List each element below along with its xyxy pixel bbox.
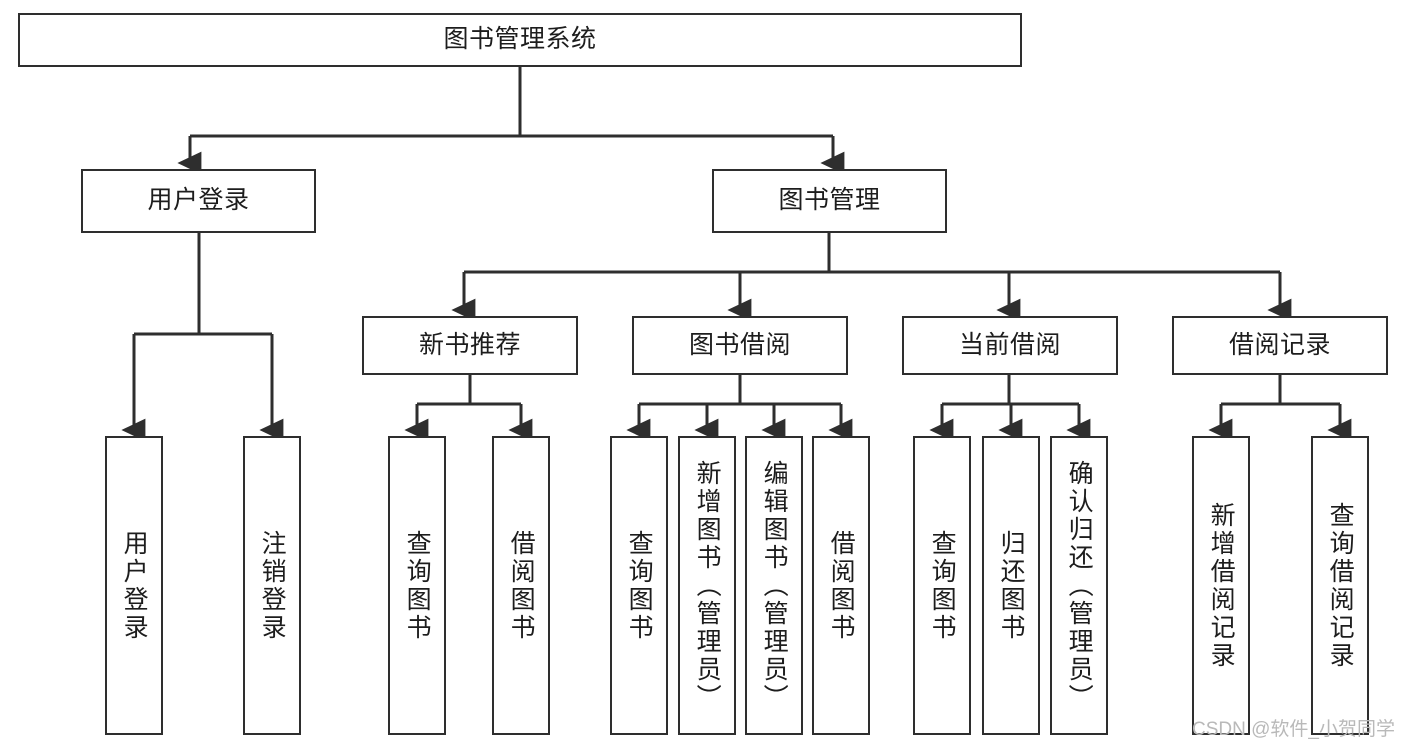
node-leaf-add-record-label: 新增借阅记录: [1207, 501, 1236, 670]
node-leaf-add-book[interactable]: 新增图书（管理员）: [678, 436, 736, 735]
node-leaf-query-book-3[interactable]: 查询图书: [913, 436, 971, 735]
node-root-label: 图书管理系统: [443, 25, 597, 54]
node-leaf-query-book-2-label: 查询图书: [625, 529, 654, 642]
node-leaf-user-login[interactable]: 用户登录: [105, 436, 163, 735]
node-leaf-confirm-return-label: 确认归还（管理员）: [1065, 459, 1094, 712]
node-current-borrow-label: 当前借阅: [958, 330, 1061, 359]
node-leaf-return-book[interactable]: 归还图书: [982, 436, 1040, 735]
node-leaf-borrow-book-1[interactable]: 借阅图书: [492, 436, 550, 735]
node-book-borrow-label: 图书借阅: [688, 330, 791, 359]
node-user-login-label: 用户登录: [147, 186, 250, 215]
csdn-watermark: CSDN @软件_小贺同学: [1192, 719, 1395, 740]
node-current-borrow[interactable]: 当前借阅: [902, 316, 1118, 375]
node-leaf-add-book-label: 新增图书（管理员）: [693, 459, 722, 712]
node-root[interactable]: 图书管理系统: [18, 13, 1022, 67]
node-leaf-borrow-book-1-label: 借阅图书: [507, 529, 536, 642]
node-new-book-rec[interactable]: 新书推荐: [362, 316, 578, 375]
node-leaf-query-book-3-label: 查询图书: [928, 529, 957, 642]
node-leaf-query-record-label: 查询借阅记录: [1326, 501, 1355, 670]
node-borrow-record-label: 借阅记录: [1228, 330, 1331, 359]
node-leaf-query-book-2[interactable]: 查询图书: [610, 436, 668, 735]
node-book-manage-label: 图书管理: [778, 186, 881, 215]
node-new-book-rec-label: 新书推荐: [418, 330, 521, 359]
node-leaf-borrow-book-2[interactable]: 借阅图书: [812, 436, 870, 735]
node-leaf-logout[interactable]: 注销登录: [243, 436, 301, 735]
node-leaf-return-book-label: 归还图书: [997, 529, 1026, 642]
node-leaf-query-record[interactable]: 查询借阅记录: [1311, 436, 1369, 735]
node-user-login[interactable]: 用户登录: [81, 169, 316, 233]
node-leaf-query-book-1-label: 查询图书: [403, 529, 432, 642]
node-leaf-query-book-1[interactable]: 查询图书: [388, 436, 446, 735]
node-leaf-user-login-label: 用户登录: [120, 529, 149, 642]
node-borrow-record[interactable]: 借阅记录: [1172, 316, 1388, 375]
node-leaf-edit-book[interactable]: 编辑图书（管理员）: [745, 436, 803, 735]
node-book-borrow[interactable]: 图书借阅: [632, 316, 848, 375]
node-book-manage[interactable]: 图书管理: [712, 169, 947, 233]
node-leaf-borrow-book-2-label: 借阅图书: [827, 529, 856, 642]
node-leaf-logout-label: 注销登录: [258, 529, 287, 642]
node-leaf-confirm-return[interactable]: 确认归还（管理员）: [1050, 436, 1108, 735]
node-leaf-edit-book-label: 编辑图书（管理员）: [760, 459, 789, 712]
node-leaf-add-record[interactable]: 新增借阅记录: [1192, 436, 1250, 735]
